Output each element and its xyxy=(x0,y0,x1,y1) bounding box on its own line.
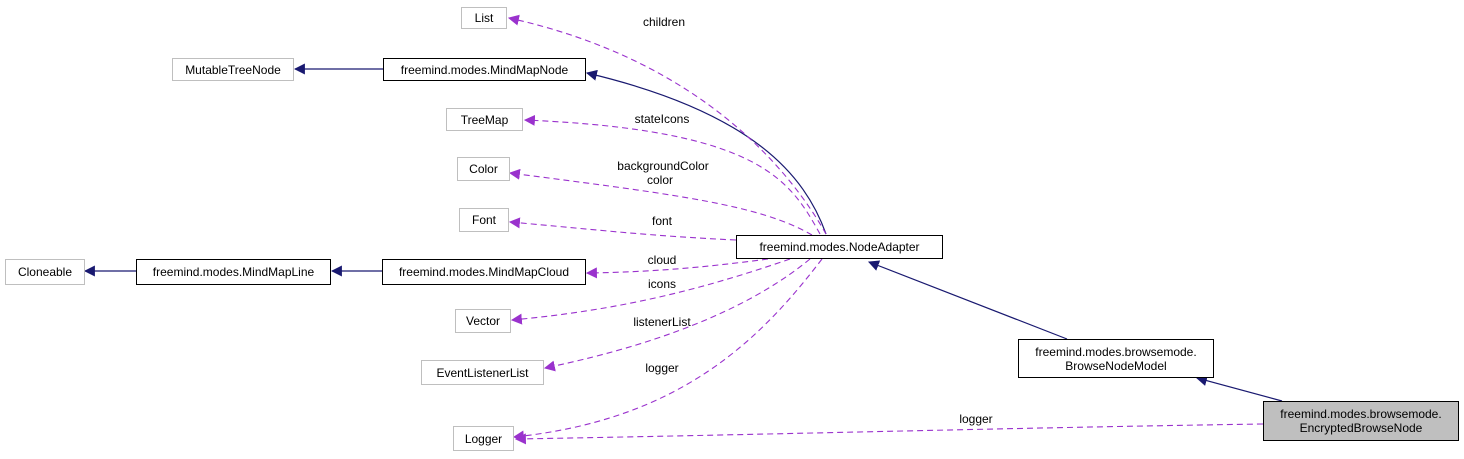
node-treemap-label: TreeMap xyxy=(460,112,509,127)
edge-label-listenerlist: listenerList xyxy=(633,315,691,329)
node-font-label: Font xyxy=(471,213,496,227)
node-mindmapcloud[interactable]: freemind.modes.MindMapCloud xyxy=(382,259,586,285)
node-mindmapnode-label: freemind.modes.MindMapNode xyxy=(400,62,569,77)
node-mindmapline-label: freemind.modes.MindMapLine xyxy=(152,265,315,279)
node-encryptedbrowsenode-label-line2: EncryptedBrowseNode xyxy=(1299,421,1423,435)
node-logger-label: Logger xyxy=(464,431,503,446)
edge-label-backgroundcolor: backgroundColor xyxy=(617,159,709,173)
node-nodeadapter-label: freemind.modes.NodeAdapter xyxy=(759,240,920,254)
node-cloneable-label: Cloneable xyxy=(17,265,73,279)
edge-nodeadapter-to-logger xyxy=(512,258,823,442)
edge-nodeadapter-to-mindmapcloud xyxy=(585,258,769,279)
edge-label-logger-encrypted: logger xyxy=(959,412,993,426)
edge-nodeadapter-to-vector xyxy=(510,258,791,325)
node-vector[interactable]: Vector xyxy=(455,309,511,333)
edge-label-cloud: cloud xyxy=(647,253,677,267)
node-mindmapnode[interactable]: freemind.modes.MindMapNode xyxy=(383,58,586,81)
node-treemap[interactable]: TreeMap xyxy=(446,108,523,131)
node-encryptedbrowsenode[interactable]: freemind.modes.browsemode. EncryptedBrow… xyxy=(1263,401,1459,441)
node-vector-label: Vector xyxy=(465,314,501,328)
node-browsenodemodel[interactable]: freemind.modes.browsemode. BrowseNodeMod… xyxy=(1018,339,1214,378)
node-mutabletreenode-label: MutableTreeNode xyxy=(185,62,281,77)
node-eventlistenerlist[interactable]: EventListenerList xyxy=(421,360,544,385)
edge-label-stateicons: stateIcons xyxy=(634,112,690,126)
edge-label-icons: icons xyxy=(647,277,677,291)
node-browsenodemodel-label-line2: BrowseNodeModel xyxy=(1065,358,1167,373)
node-color[interactable]: Color xyxy=(457,157,510,181)
edge-nodeadapter-to-treemap xyxy=(523,114,821,235)
edge-label-font: font xyxy=(651,214,673,228)
node-nodeadapter[interactable]: freemind.modes.NodeAdapter xyxy=(736,235,943,259)
edge-browsenodemodel-to-nodeadapter xyxy=(867,260,1068,340)
node-logger[interactable]: Logger xyxy=(453,426,514,451)
edge-nodeadapter-to-color xyxy=(508,168,813,236)
node-cloneable[interactable]: Cloneable xyxy=(5,259,85,285)
node-list-label: List xyxy=(474,11,494,25)
node-color-label: Color xyxy=(469,162,498,176)
node-browsenodemodel-label-line1: freemind.modes.browsemode. xyxy=(1035,344,1197,359)
node-mutabletreenode[interactable]: MutableTreeNode xyxy=(172,58,294,81)
edge-nodeadapter-to-font xyxy=(508,217,737,241)
edge-nodeadapter-to-mindmapnode xyxy=(585,69,827,235)
edge-nodeadapter-to-list xyxy=(507,14,827,235)
node-mindmapcloud-label: freemind.modes.MindMapCloud xyxy=(398,265,570,279)
node-mindmapline[interactable]: freemind.modes.MindMapLine xyxy=(136,259,331,285)
edge-encrypted-to-logger xyxy=(514,423,1264,445)
node-font[interactable]: Font xyxy=(459,208,509,232)
edge-encrypted-to-browsenodemodel xyxy=(1195,375,1283,402)
edge-label-color: color xyxy=(646,173,674,187)
node-encryptedbrowsenode-label-line1: freemind.modes.browsemode. xyxy=(1280,407,1442,421)
node-eventlistenerlist-label: EventListenerList xyxy=(436,365,529,380)
edge-label-children: children xyxy=(642,15,686,29)
node-list[interactable]: List xyxy=(461,7,507,29)
edge-label-logger-adapter: logger xyxy=(645,361,679,375)
